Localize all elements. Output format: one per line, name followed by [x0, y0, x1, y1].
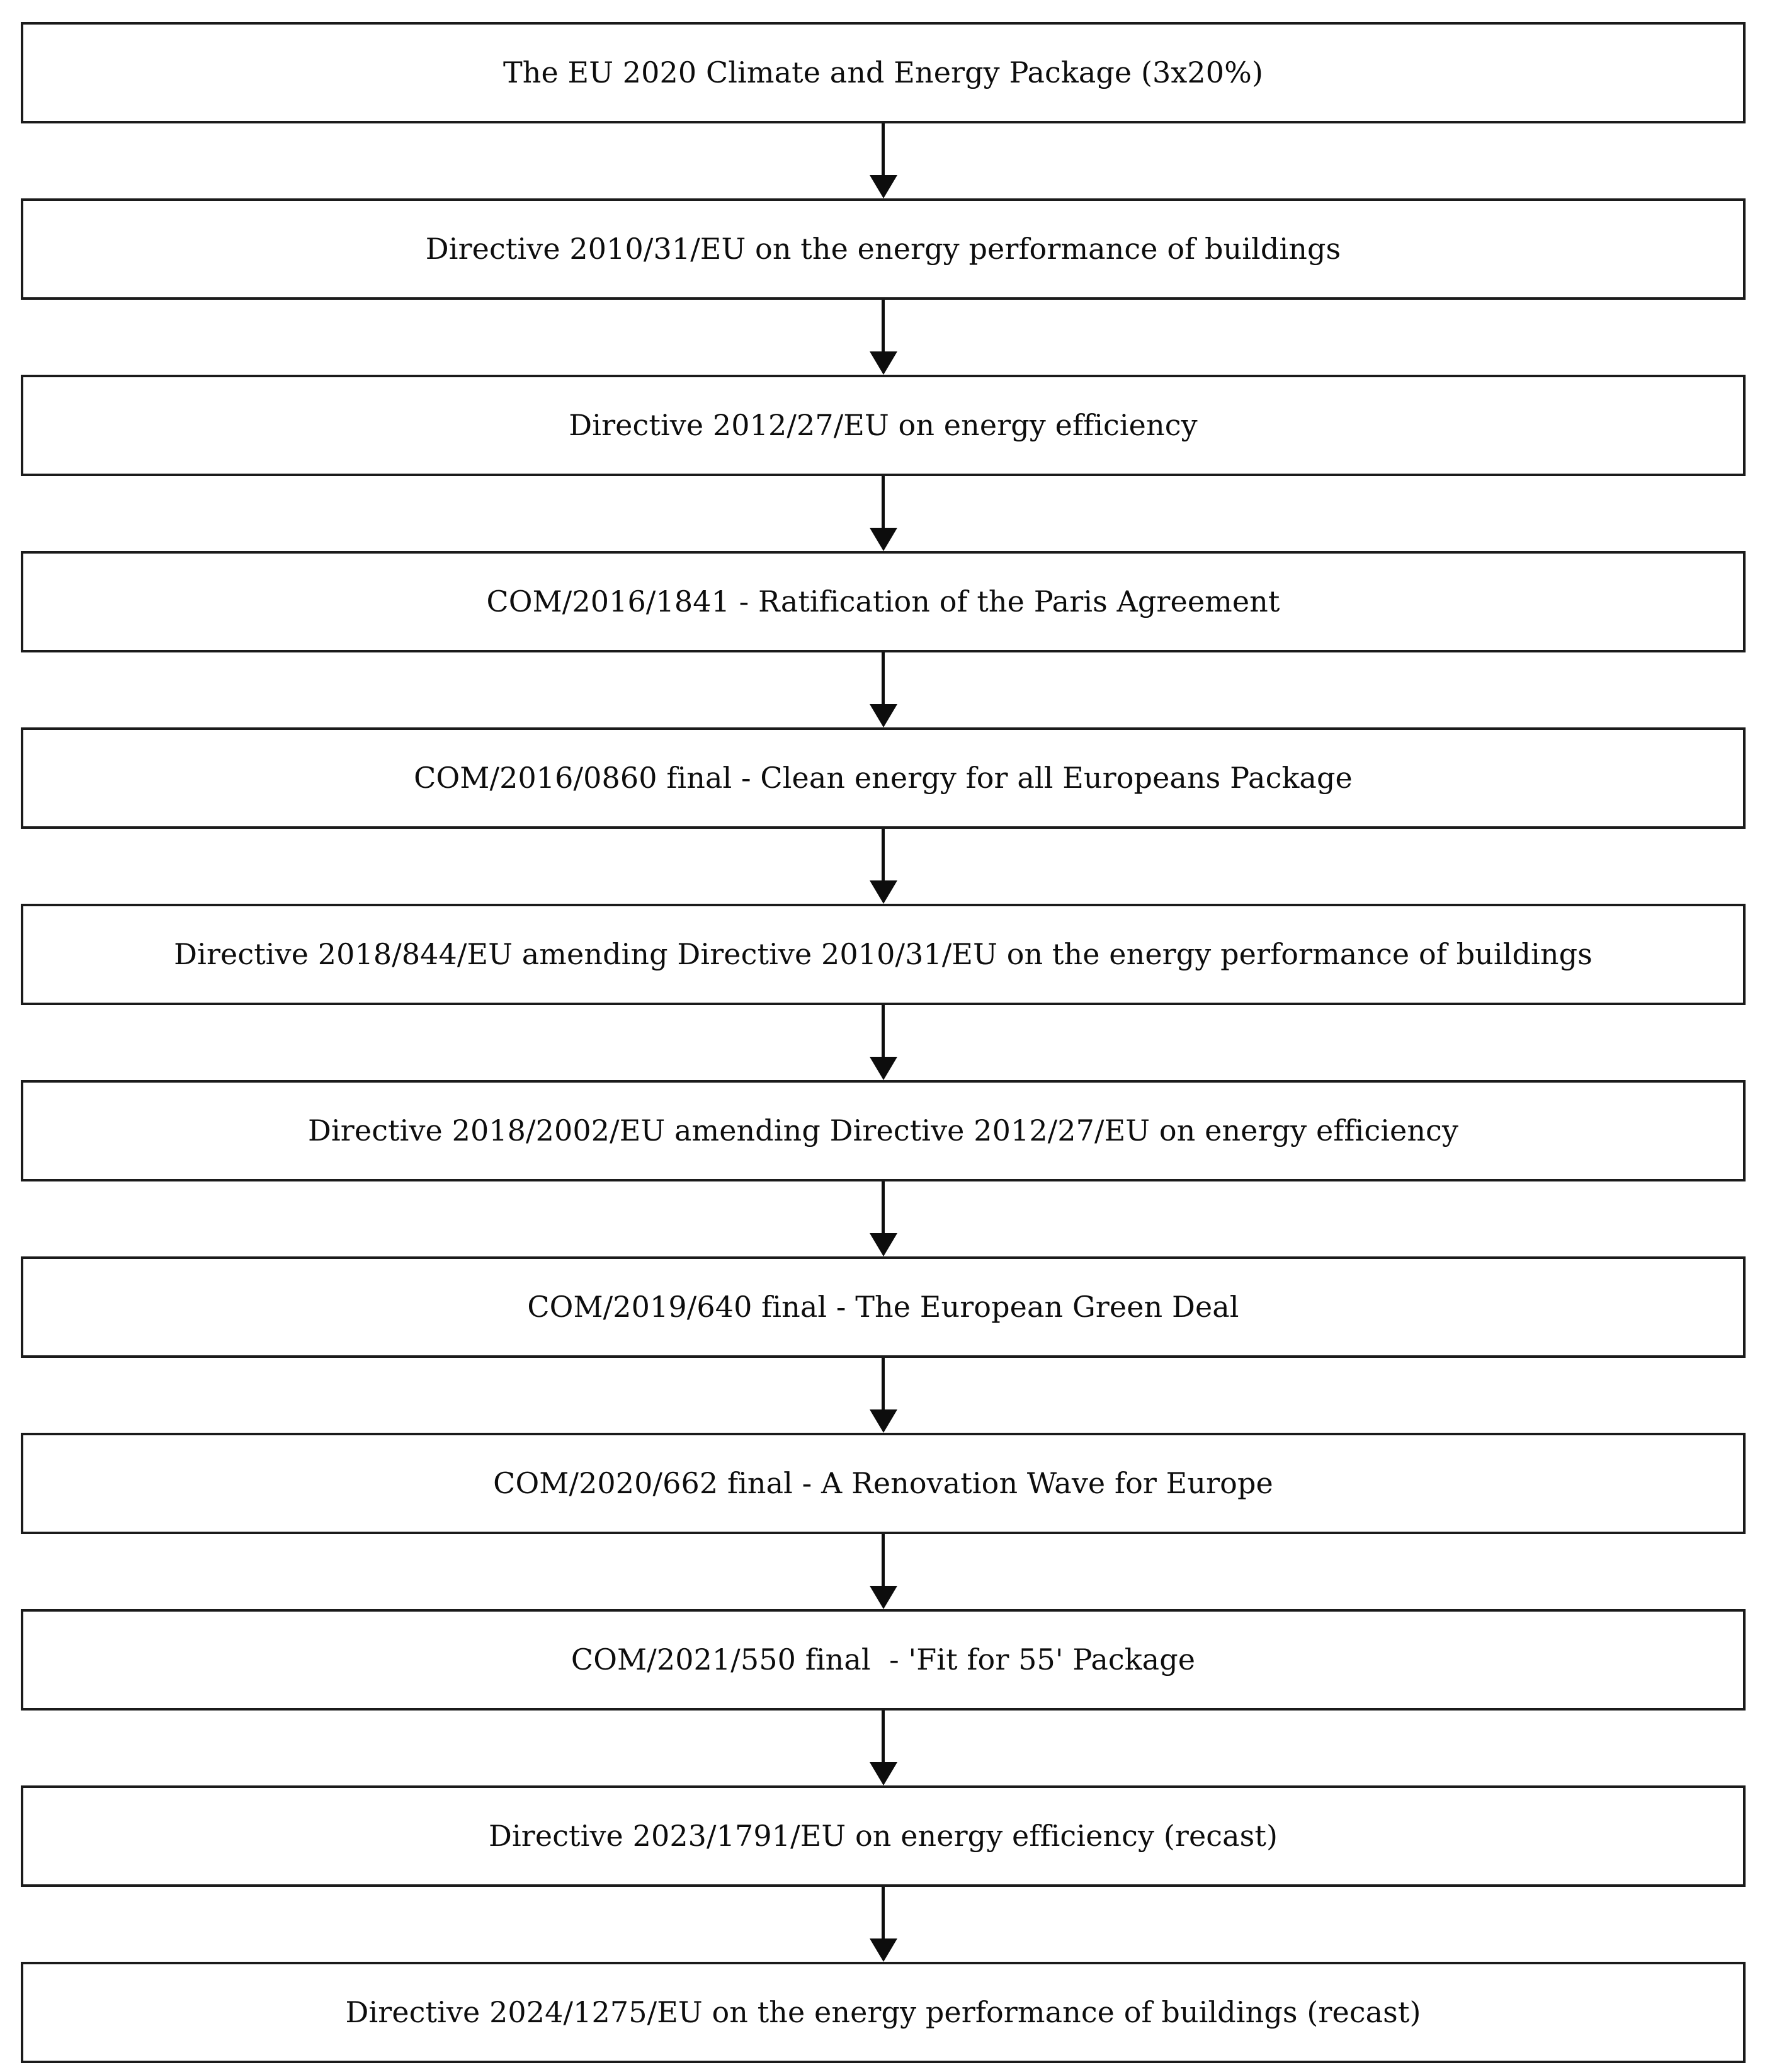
flowchart-node-label: COM/2020/662 final - A Renovation Wave f…: [493, 1466, 1273, 1500]
flowchart-connector-10: [21, 1711, 1746, 1785]
flowchart-connector-6: [21, 1005, 1746, 1080]
arrow-stem: [882, 1887, 885, 1941]
flowchart-connector-1: [21, 123, 1746, 198]
flowchart-node-label: Directive 2018/2002/EU amending Directiv…: [307, 1113, 1459, 1147]
flowchart-connector-3: [21, 476, 1746, 551]
arrow-down-icon: [869, 704, 897, 727]
flowchart-node-12[interactable]: Directive 2024/1275/EU on the energy per…: [21, 1962, 1746, 2063]
flowchart-node-8[interactable]: COM/2019/640 final - The European Green …: [21, 1256, 1746, 1358]
arrow-stem: [882, 652, 885, 707]
flowchart-node-10[interactable]: COM/2021/550 final - 'Fit for 55' Packag…: [21, 1609, 1746, 1711]
flowchart-connector-4: [21, 652, 1746, 727]
arrow-stem: [882, 1534, 885, 1588]
flowchart-node-chain: The EU 2020 Climate and Energy Package (…: [21, 22, 1746, 2063]
arrow-stem: [882, 1711, 885, 1765]
flowchart-node-label: The EU 2020 Climate and Energy Package (…: [503, 55, 1263, 89]
flowchart-node-11[interactable]: Directive 2023/1791/EU on energy efficie…: [21, 1785, 1746, 1887]
arrow-down-icon: [869, 175, 897, 198]
arrow-stem: [882, 1358, 885, 1412]
flowchart-node-label: Directive 2012/27/EU on energy efficienc…: [569, 407, 1198, 442]
arrow-stem: [882, 123, 885, 178]
arrow-stem: [882, 1181, 885, 1236]
flowchart-node-label: COM/2019/640 final - The European Green …: [527, 1289, 1239, 1324]
arrow-stem: [882, 1005, 885, 1059]
flowchart-connector-5: [21, 829, 1746, 904]
flowchart-node-label: COM/2016/0860 final - Clean energy for a…: [414, 760, 1353, 795]
flowchart-node-label: Directive 2024/1275/EU on the energy per…: [345, 1995, 1421, 2029]
flowchart-connector-2: [21, 300, 1746, 375]
flowchart-connector-11: [21, 1887, 1746, 1962]
flowchart-node-1[interactable]: The EU 2020 Climate and Energy Package (…: [21, 22, 1746, 123]
flowchart-node-3[interactable]: Directive 2012/27/EU on energy efficienc…: [21, 375, 1746, 476]
flowchart-node-label: COM/2021/550 final - 'Fit for 55' Packag…: [571, 1642, 1196, 1676]
arrow-down-icon: [869, 1938, 897, 1962]
arrow-down-icon: [869, 1586, 897, 1609]
flowchart-node-label: Directive 2010/31/EU on the energy perfo…: [425, 231, 1341, 266]
arrow-down-icon: [869, 528, 897, 551]
flowchart-node-4[interactable]: COM/2016/1841 - Ratification of the Pari…: [21, 551, 1746, 652]
flowchart-node-label: COM/2016/1841 - Ratification of the Pari…: [486, 584, 1280, 618]
arrow-down-icon: [869, 1233, 897, 1256]
arrow-stem: [882, 829, 885, 883]
flowchart-connector-8: [21, 1358, 1746, 1433]
flowchart-node-6[interactable]: Directive 2018/844/EU amending Directive…: [21, 904, 1746, 1005]
flowchart-node-label: Directive 2018/844/EU amending Directive…: [174, 936, 1593, 971]
arrow-down-icon: [869, 1762, 897, 1785]
flowchart-node-label: Directive 2023/1791/EU on energy efficie…: [488, 1818, 1278, 1853]
arrow-down-icon: [869, 880, 897, 904]
arrow-stem: [882, 300, 885, 354]
arrow-down-icon: [869, 1057, 897, 1080]
arrow-stem: [882, 476, 885, 530]
flowchart-node-7[interactable]: Directive 2018/2002/EU amending Directiv…: [21, 1080, 1746, 1181]
flowchart-connector-9: [21, 1534, 1746, 1609]
flowchart-node-5[interactable]: COM/2016/0860 final - Clean energy for a…: [21, 727, 1746, 829]
flowchart-connector-7: [21, 1181, 1746, 1256]
flowchart-node-9[interactable]: COM/2020/662 final - A Renovation Wave f…: [21, 1433, 1746, 1534]
arrow-down-icon: [869, 1409, 897, 1433]
arrow-down-icon: [869, 351, 897, 375]
flowchart-node-2[interactable]: Directive 2010/31/EU on the energy perfo…: [21, 198, 1746, 300]
